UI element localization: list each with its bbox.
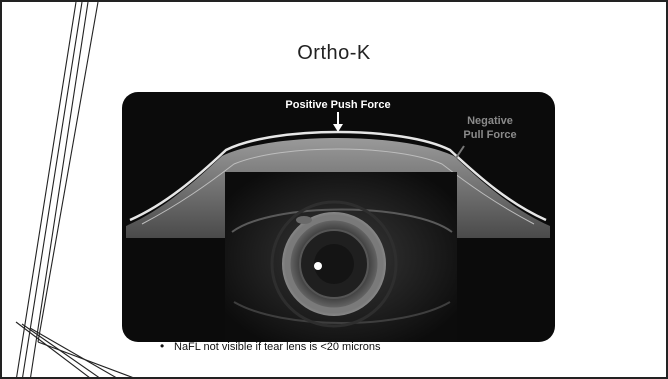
ortho-k-figure: Positive Push Force Negative Pull Force bbox=[122, 92, 555, 342]
positive-push-label: Positive Push Force bbox=[285, 99, 390, 111]
bullet-item: NaFL not visible if tear lens is <20 mic… bbox=[160, 339, 381, 355]
light-reflex bbox=[314, 262, 322, 270]
eye-photo-inset bbox=[225, 172, 457, 342]
negative-pull-label-line1: Negative bbox=[467, 115, 513, 127]
lid-glint bbox=[296, 216, 312, 224]
slide-title: Ortho-K bbox=[2, 42, 666, 65]
bullet-list: NaFL not visible if tear lens is <20 mic… bbox=[160, 339, 381, 355]
negative-pull-label-line2: Pull Force bbox=[463, 129, 516, 141]
